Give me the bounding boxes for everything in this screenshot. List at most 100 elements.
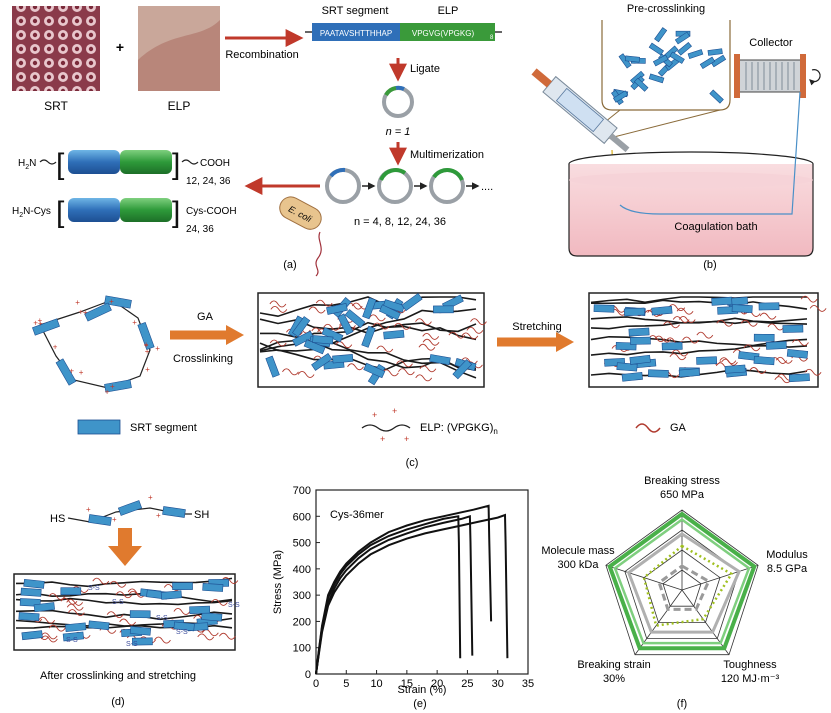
srt-segment	[616, 362, 638, 372]
svg-text:+: +	[110, 382, 115, 391]
radar-polygon-3	[626, 532, 741, 634]
srt-segment	[117, 500, 143, 516]
radar-polygon-1	[607, 511, 757, 651]
svg-text:+: +	[79, 308, 84, 317]
radar-chart	[605, 509, 759, 656]
srt-segment	[337, 313, 354, 336]
srt-segment	[651, 305, 673, 316]
radar-modulus: Modulus	[766, 549, 808, 561]
plasmid-chain: ....	[325, 167, 493, 204]
crosslinked-network	[259, 292, 487, 386]
y-tick-label: 400	[293, 564, 311, 576]
radar-molecule-mass-val: 300 kDa	[558, 559, 600, 571]
srt-rod	[652, 54, 669, 67]
srt-rod	[648, 73, 665, 84]
disulfide-label: S-S	[88, 585, 100, 592]
srt-rod	[624, 55, 640, 63]
radar-breaking-strain-val: 30%	[603, 673, 625, 685]
srt-segment	[628, 327, 650, 337]
svg-text:+: +	[145, 347, 150, 356]
srt-segment	[104, 379, 132, 393]
srt-segment	[332, 354, 354, 364]
srt-segment	[162, 506, 186, 518]
disulfide-label: S-S	[156, 615, 168, 622]
srt-seq: PAATAVSHTTHHAP	[320, 29, 392, 38]
srt-segment	[433, 305, 454, 314]
down-arrow	[108, 546, 142, 566]
srt-segment	[788, 373, 810, 383]
srt-segment	[202, 583, 224, 592]
x-tick-label: 10	[370, 678, 382, 690]
srt-segment	[361, 325, 376, 348]
srt-segment	[32, 318, 60, 336]
panel-b-label: (b)	[703, 259, 716, 271]
chart-annotation: Cys-36mer	[330, 509, 384, 521]
elp-seq-sub: 8	[490, 35, 494, 41]
svg-text:+: +	[404, 434, 409, 444]
radar-toughness: Toughness	[723, 659, 777, 671]
radar-molecule-mass: Molecule mass	[541, 545, 615, 557]
svg-text:H2N-Cys: H2N-Cys	[12, 206, 51, 219]
plus-sign: +	[116, 39, 124, 55]
series-line-4	[315, 513, 509, 675]
svg-text:+: +	[144, 340, 149, 349]
srt-segment	[678, 368, 700, 378]
panel-d-label: (d)	[111, 696, 124, 708]
srt-elp-chain: ++++++++++++++++++	[32, 295, 160, 396]
ga-label: GA	[197, 311, 214, 323]
x-tick-label: 30	[492, 678, 504, 690]
elp-photo-sheet	[138, 20, 220, 91]
srt-segment	[724, 364, 746, 374]
hs-label: HS	[50, 513, 65, 525]
svg-text:+: +	[144, 341, 149, 350]
srt-rod	[709, 89, 724, 104]
srt-segment	[172, 582, 193, 590]
srt-segment	[782, 324, 804, 333]
svg-text:+: +	[372, 410, 377, 420]
srt-segment	[160, 590, 182, 600]
svg-text:+: +	[53, 342, 58, 351]
srt-segment	[129, 610, 151, 619]
series-line-2	[315, 514, 474, 675]
srt-segment	[696, 356, 718, 365]
x-tick-label: 20	[431, 678, 443, 690]
disulfide-label: S-S	[176, 629, 188, 636]
plot-frame	[315, 489, 529, 675]
legend-ga-swatch	[635, 423, 661, 433]
srt-segment	[621, 372, 643, 382]
x-tick-label: 35	[522, 678, 534, 690]
srt-rod	[707, 48, 723, 56]
svg-text:+: +	[38, 319, 43, 328]
legend-elp-swatch	[361, 424, 411, 432]
rotation-arrow	[809, 69, 821, 86]
y-tick-label: 0	[305, 669, 311, 681]
srt-photo	[12, 6, 100, 91]
panel-f-label: (f)	[677, 698, 687, 710]
svg-text:]: ]	[172, 196, 180, 229]
cys-chain: ++++	[67, 493, 192, 526]
srt-segment	[129, 626, 152, 636]
srt-segment	[88, 514, 112, 526]
srt-segment	[344, 309, 366, 328]
svg-text:+: +	[380, 434, 385, 444]
stretching-label: Stretching	[512, 321, 562, 333]
srt-segment	[137, 322, 155, 350]
panel-e-label: (e)	[413, 698, 426, 710]
panel-b: Pre-crosslinking Collector Coagulation b…	[531, 3, 821, 271]
srt-segment	[786, 348, 809, 359]
srt-segment	[753, 356, 775, 366]
ecoli-cell: E. coli	[279, 196, 322, 230]
x-tick-label: 5	[343, 678, 349, 690]
svg-text:+: +	[156, 511, 161, 520]
radar-breaking-strain: Breaking strain	[577, 659, 650, 671]
srt-segment	[55, 358, 77, 386]
collector-label: Collector	[749, 37, 793, 49]
srt-segment-title: SRT segment	[322, 5, 389, 17]
srt-segment	[758, 302, 780, 311]
svg-text:+: +	[79, 368, 84, 377]
svg-text:+: +	[38, 316, 43, 325]
srt-segment	[379, 304, 401, 321]
srt-segment	[33, 602, 55, 613]
y-tick-label: 200	[293, 616, 311, 628]
multimerization-label: Multimerization	[410, 149, 484, 161]
